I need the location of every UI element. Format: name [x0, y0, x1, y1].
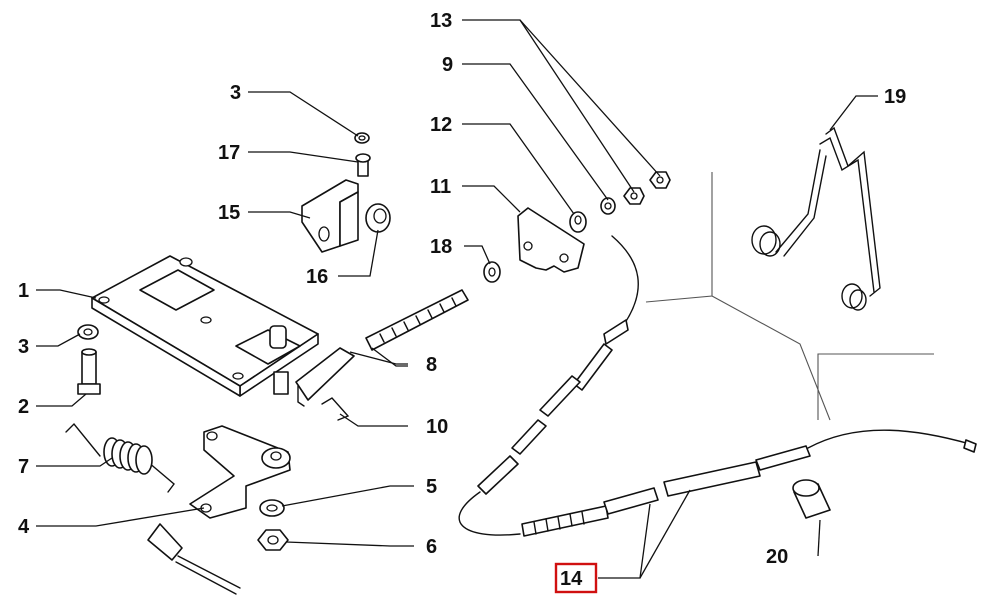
part-15-bracket[interactable]: [301, 179, 359, 253]
label-part-6[interactable]: 6: [426, 536, 437, 558]
guide-lines: [645, 172, 934, 421]
label-part-17[interactable]: 17: [218, 142, 240, 164]
label-part-1[interactable]: 1: [18, 280, 29, 302]
part-18-washer[interactable]: [483, 261, 501, 283]
label-part-11[interactable]: 11: [430, 176, 451, 198]
part-3-washer-upper[interactable]: [354, 132, 370, 144]
part-12-spacer[interactable]: [569, 211, 587, 233]
label-part-14[interactable]: 14: [560, 568, 583, 590]
part-5-washer[interactable]: [259, 499, 285, 517]
part-2-bolt[interactable]: [77, 348, 101, 395]
part-19-wire-spring[interactable]: [751, 126, 881, 311]
part-17-small-bolt[interactable]: [355, 153, 371, 177]
part-16-bushing[interactable]: [365, 203, 391, 233]
label-part-3-upper[interactable]: 3: [230, 82, 241, 104]
label-part-19[interactable]: 19: [884, 86, 906, 108]
part-1-base-plate[interactable]: [91, 255, 319, 397]
part-20-bushing[interactable]: [792, 479, 831, 519]
label-part-18[interactable]: 18: [430, 236, 452, 258]
label-part-2[interactable]: 2: [18, 396, 29, 418]
part-7-spring[interactable]: [65, 422, 175, 493]
part-6-nut[interactable]: [257, 529, 289, 551]
part-9-washer[interactable]: [600, 197, 616, 215]
label-part-15[interactable]: 15: [218, 202, 240, 224]
part-4-lever[interactable]: [189, 425, 291, 519]
part-3-washer-lower[interactable]: [77, 324, 99, 340]
label-part-16[interactable]: 16: [306, 266, 328, 288]
part-8-threaded-rods[interactable]: [295, 289, 469, 407]
part-labels: 1 3 2 7 4 3 17 15 16 8 10 5 6 13 9 12 11…: [18, 10, 906, 590]
label-part-8[interactable]: 8: [426, 354, 437, 376]
label-part-12[interactable]: 12: [430, 114, 452, 136]
label-part-3-lower[interactable]: 3: [18, 336, 29, 358]
part-10-clip[interactable]: [321, 397, 350, 421]
label-part-4[interactable]: 4: [18, 516, 30, 538]
part-14-cable-assembly[interactable]: [458, 235, 977, 537]
eye-rod: [147, 523, 241, 595]
part-11-sector[interactable]: [517, 207, 585, 273]
label-part-13[interactable]: 13: [430, 10, 452, 32]
label-part-10[interactable]: 10: [426, 416, 448, 438]
highlight-box-part-14: [554, 562, 598, 594]
label-part-5[interactable]: 5: [426, 476, 437, 498]
label-part-9[interactable]: 9: [442, 54, 453, 76]
label-part-20[interactable]: 20: [766, 546, 788, 568]
label-part-7[interactable]: 7: [18, 456, 29, 478]
leader-lines: [36, 19, 878, 579]
part-13-nuts[interactable]: [623, 171, 671, 205]
